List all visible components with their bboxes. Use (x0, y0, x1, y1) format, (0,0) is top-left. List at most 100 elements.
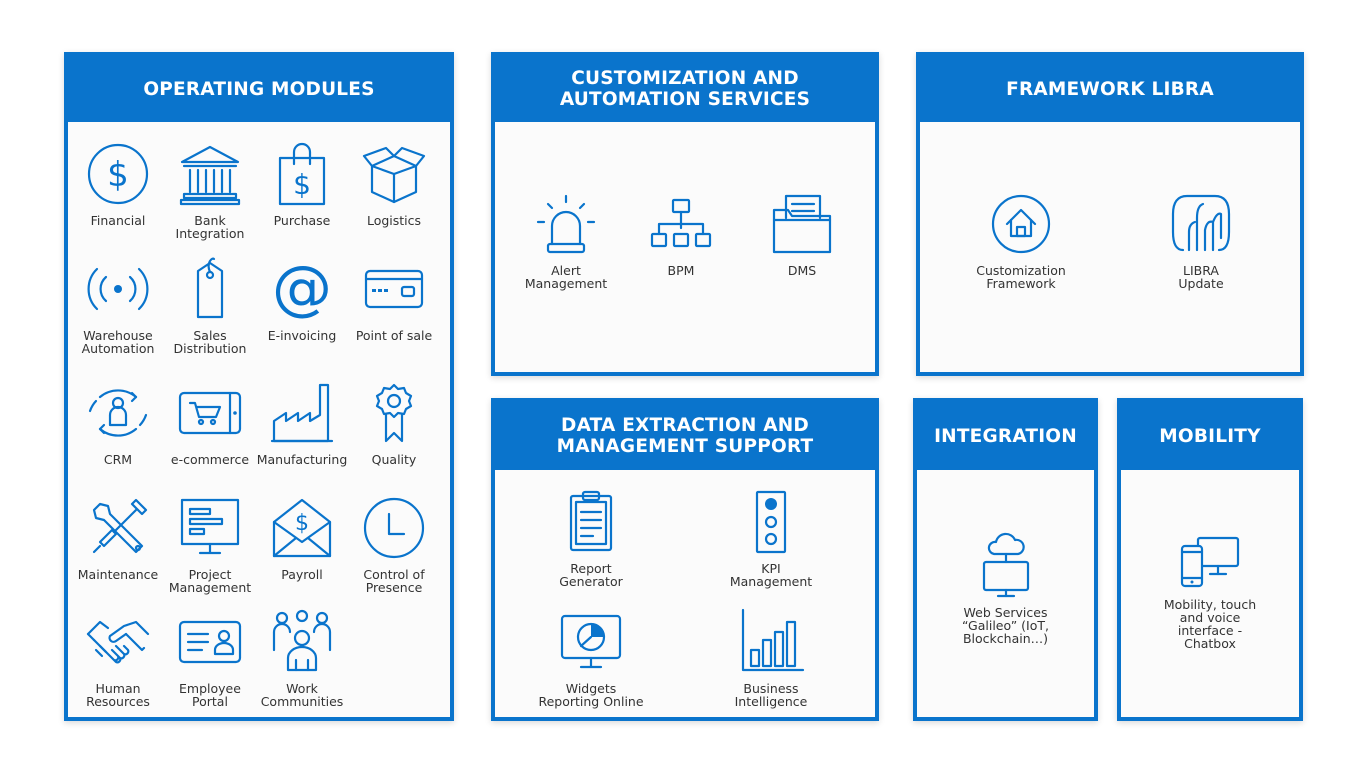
module-label: Employee Portal (179, 681, 241, 709)
module-label: Bank Integration (175, 213, 245, 241)
module-bank-integration[interactable]: Bank Integration (164, 142, 256, 240)
module-label: Payroll (281, 567, 323, 582)
module-sales-distribution[interactable]: Sales Distribution (164, 257, 256, 355)
module-label: Manufacturing (256, 452, 348, 467)
wrench-screwdriver-icon (86, 496, 150, 560)
data-widgets-reporting-online[interactable]: Widgets Reporting Online (531, 610, 651, 708)
service-bpm[interactable]: BPM (626, 192, 736, 277)
module-label: Maintenance (77, 567, 159, 582)
module-label: Human Resources (86, 681, 150, 709)
data-label: Report Generator (559, 561, 623, 589)
svg-text:$: $ (107, 155, 129, 195)
service-label: BPM (667, 263, 695, 278)
module-maintenance[interactable]: Maintenance (72, 496, 164, 581)
signal-broadcast-icon (86, 257, 150, 321)
service-alert-management[interactable]: Alert Management (511, 192, 621, 290)
module-label: Project Management (168, 567, 252, 595)
module-label: e-commerce (170, 452, 250, 467)
data-extraction-title: DATA EXTRACTION AND MANAGEMENT SUPPORT (495, 402, 875, 470)
module-purchase[interactable]: $ Purchase (256, 142, 348, 227)
operating-modules-grid: $ Financial Bank In (68, 122, 450, 717)
home-circle-icon (989, 192, 1053, 256)
customization-panel: CUSTOMIZATION AND AUTOMATION SERVICES Al… (491, 52, 879, 376)
traffic-light-icon (739, 490, 803, 554)
dollar-coin-icon: $ (86, 142, 150, 206)
svg-text:$: $ (295, 511, 309, 536)
framework-libra-update[interactable]: LIBRA Update (1136, 192, 1266, 290)
libra-logo-icon (1169, 192, 1233, 256)
framework-label: LIBRA Update (1178, 263, 1224, 291)
integration-panel: INTEGRATION Web Services “Galileo” (IoT,… (913, 398, 1098, 721)
service-dms[interactable]: DMS (747, 192, 857, 277)
clock-icon (362, 496, 426, 560)
people-group-icon (270, 609, 334, 674)
data-extraction-panel: DATA EXTRACTION AND MANAGEMENT SUPPORT R… (491, 398, 879, 721)
module-e-commerce[interactable]: e-commerce (164, 381, 256, 466)
operating-modules-title: OPERATING MODULES (68, 56, 450, 122)
customization-title: CUSTOMIZATION AND AUTOMATION SERVICES (495, 56, 875, 122)
monitor-gantt-icon (178, 496, 242, 560)
module-point-of-sale[interactable]: Point of sale (348, 257, 440, 342)
module-e-invoicing[interactable]: @ E-invoicing (256, 253, 348, 343)
svg-text:@: @ (272, 253, 332, 323)
data-report-generator[interactable]: Report Generator (531, 490, 651, 588)
service-label: Alert Management (524, 263, 608, 291)
module-control-of-presence[interactable]: Control of Presence (348, 496, 440, 594)
customer-cycle-icon (86, 381, 150, 445)
credit-card-icon (362, 257, 426, 321)
alarm-light-icon (534, 192, 598, 256)
module-quality[interactable]: Quality (348, 381, 440, 466)
module-human-resources[interactable]: Human Resources (72, 610, 164, 708)
tablet-cart-icon (178, 381, 242, 445)
module-crm[interactable]: CRM (72, 381, 164, 466)
module-label: Warehouse Automation (81, 328, 155, 356)
module-label: Control of Presence (363, 567, 425, 595)
org-chart-icon (649, 192, 713, 256)
service-label: DMS (787, 263, 817, 278)
open-box-icon (362, 142, 426, 206)
cloud-monitor-icon (980, 532, 1032, 598)
award-ribbon-icon (362, 381, 426, 445)
phone-monitor-icon (1178, 534, 1242, 590)
data-label: Business Intelligence (734, 681, 808, 709)
folder-document-icon (770, 192, 834, 256)
price-tag-icon (178, 257, 242, 321)
framework-customization[interactable]: Customization Framework (956, 192, 1086, 290)
envelope-dollar-icon: $ (270, 496, 334, 560)
mobility-label: Mobility, touch and voice interface - Ch… (1163, 597, 1257, 651)
handshake-icon (86, 610, 150, 674)
module-work-communities[interactable]: Work Communities (256, 609, 348, 709)
module-logistics[interactable]: Logistics (348, 142, 440, 227)
integration-label: Web Services “Galileo” (IoT, Blockchain…… (962, 605, 1049, 646)
clipboard-icon (559, 490, 623, 554)
data-kpi-management[interactable]: KPI Management (711, 490, 831, 588)
framework-libra-title: FRAMEWORK LIBRA (920, 56, 1300, 122)
shopping-bag-icon: $ (270, 142, 334, 206)
operating-modules-panel: OPERATING MODULES $ Financial (64, 52, 454, 721)
module-label: Point of sale (355, 328, 433, 343)
factory-icon (270, 381, 334, 445)
data-label: Widgets Reporting Online (538, 681, 644, 709)
module-label: Financial (90, 213, 146, 228)
framework-libra-panel: FRAMEWORK LIBRA Customization Framework (916, 52, 1304, 376)
framework-label: Customization Framework (976, 263, 1066, 291)
module-manufacturing[interactable]: Manufacturing (256, 381, 348, 466)
at-sign-icon: @ (270, 253, 334, 323)
integration-title: INTEGRATION (917, 402, 1094, 470)
module-employee-portal[interactable]: Employee Portal (164, 610, 256, 708)
module-payroll[interactable]: $ Payroll (256, 496, 348, 581)
mobility-panel: MOBILITY Mobility, touch and voice inter… (1117, 398, 1303, 721)
module-label: Quality (371, 452, 417, 467)
integration-web-services[interactable]: Web Services “Galileo” (IoT, Blockchain…… (927, 532, 1084, 646)
module-financial[interactable]: $ Financial (72, 142, 164, 227)
data-business-intelligence[interactable]: Business Intelligence (711, 608, 831, 709)
module-label: E-invoicing (267, 328, 337, 343)
module-warehouse-automation[interactable]: Warehouse Automation (72, 257, 164, 355)
svg-text:$: $ (293, 168, 311, 201)
module-label: Work Communities (260, 681, 344, 709)
module-label: Logistics (366, 213, 422, 228)
monitor-pie-chart-icon (559, 610, 623, 674)
bar-chart-icon (739, 608, 805, 674)
module-project-management[interactable]: Project Management (164, 496, 256, 594)
mobility-touch-voice[interactable]: Mobility, touch and voice interface - Ch… (1131, 534, 1289, 650)
